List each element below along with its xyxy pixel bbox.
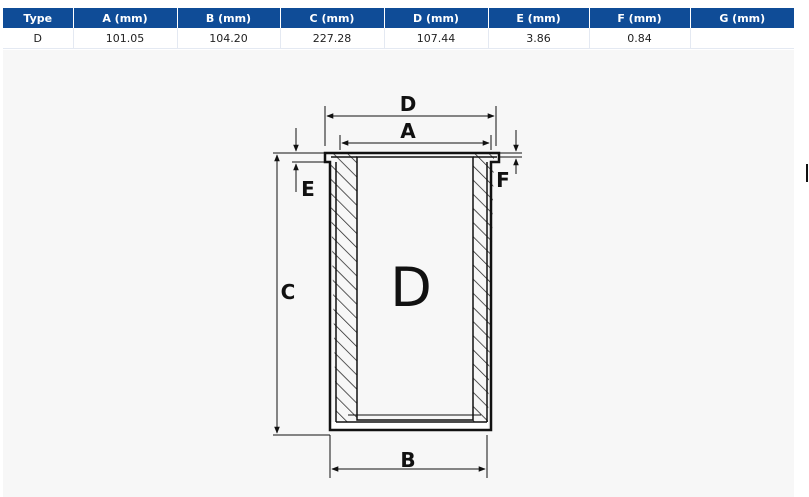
table-header-row: Type A (mm) B (mm) C (mm) D (mm) E (mm) … — [3, 8, 794, 28]
header-d: D (mm) — [384, 8, 489, 28]
label-f: F — [496, 168, 510, 192]
header-a: A (mm) — [73, 8, 178, 28]
dimension-a: A — [339, 119, 492, 150]
header-c: C (mm) — [280, 8, 385, 28]
header-b: B (mm) — [177, 8, 281, 28]
dimensions-table: Type A (mm) B (mm) C (mm) D (mm) E (mm) … — [3, 8, 794, 49]
cell-type: D — [3, 28, 74, 49]
cell-c: 227.28 — [280, 28, 385, 49]
dimension-c: C — [273, 152, 330, 436]
label-e: E — [301, 177, 315, 201]
cursor-mark — [806, 164, 808, 182]
header-type: Type — [3, 8, 74, 28]
label-a: A — [400, 119, 416, 143]
cell-b: 104.20 — [177, 28, 281, 49]
label-b: B — [400, 448, 415, 472]
dimension-e: E — [292, 128, 325, 201]
cell-f: 0.84 — [589, 28, 691, 49]
cell-g — [690, 28, 794, 49]
cylinder-liner-diagram: D A E F — [273, 92, 522, 478]
dimension-b: B — [329, 435, 488, 478]
cell-d: 107.44 — [384, 28, 489, 49]
type-label: D — [390, 256, 432, 319]
dimension-f: F — [496, 130, 522, 192]
table-row: D 101.05 104.20 227.28 107.44 3.86 0.84 — [3, 28, 794, 49]
dimension-d: D — [324, 92, 497, 146]
header-e: E (mm) — [488, 8, 590, 28]
header-f: F (mm) — [589, 8, 691, 28]
label-d: D — [400, 92, 417, 116]
header-g: G (mm) — [690, 8, 794, 28]
cell-e: 3.86 — [488, 28, 590, 49]
label-c: C — [281, 280, 296, 304]
diagram-area: D A E F — [3, 50, 794, 497]
cell-a: 101.05 — [73, 28, 178, 49]
